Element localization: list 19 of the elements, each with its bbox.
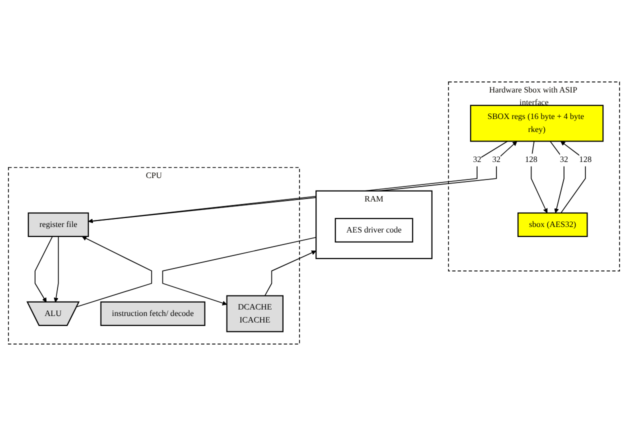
edge-label: 32 [492,154,501,164]
node-box: instruction fetch/ decode [100,300,206,326]
node-box: SBOX regs (16 byte + 4 byte rkey) [470,104,604,142]
edge-label: 128 [525,154,538,164]
edge-label: 32 [560,154,568,164]
node-box: DCACHE ICACHE [226,294,284,332]
arrow [530,140,548,213]
arrow [162,236,316,305]
arrow [264,250,316,296]
arrow [76,236,152,307]
edge-label: 32 [472,154,482,164]
edge-label: 128 [579,154,592,164]
node-box: sbox (AES32) [517,212,588,236]
arrow [550,140,564,213]
node-box: register file [28,212,89,236]
arrow [34,236,53,302]
arrow [54,236,59,302]
arrow [560,140,586,213]
node-box: AES driver code [334,217,414,242]
